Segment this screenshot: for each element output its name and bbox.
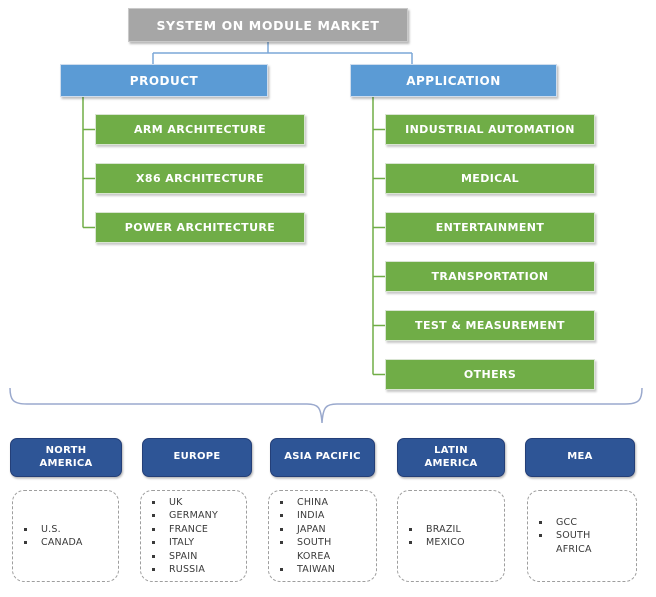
region-header-label: MEA [567, 451, 593, 463]
product-connector-line [82, 97, 95, 229]
root-node-label: SYSTEM ON MODULE MARKET [156, 17, 380, 33]
leaf-node-label: INDUSTRIAL AUTOMATION [405, 123, 575, 136]
country-box-asia-pacific: CHINA INDIA JAPAN SOUTH KOREA TAIWAN [268, 490, 377, 582]
country-item: U.S. [13, 523, 118, 537]
region-header-mea: MEA [525, 438, 635, 477]
leaf-node-label: ARM ARCHITECTURE [133, 123, 267, 136]
branch-node-label: PRODUCT [129, 73, 199, 88]
leaf-node-entertainment: ENTERTAINMENT [385, 212, 595, 243]
branch-node-label: APPLICATION [406, 73, 501, 88]
region-header-latin-america: LATIN AMERICA [397, 438, 505, 477]
region-header-label: LATIN AMERICA [424, 445, 478, 469]
country-box-europe: UK GERMANY FRANCE ITALY SPAIN RUSSIA [140, 490, 247, 582]
country-item: INDIA [269, 509, 376, 523]
leaf-node-arm-architecture: ARM ARCHITECTURE [95, 114, 305, 145]
country-item: SOUTH AFRICA [528, 529, 636, 556]
branch-node-product: PRODUCT [60, 64, 268, 97]
country-list: UK GERMANY FRANCE ITALY SPAIN RUSSIA [141, 491, 246, 581]
country-item: MEXICO [398, 536, 504, 550]
leaf-node-others: OTHERS [385, 359, 595, 390]
region-header-europe: EUROPE [142, 438, 252, 477]
leaf-node-label: TRANSPORTATION [431, 270, 549, 283]
country-item: RUSSIA [141, 563, 246, 577]
root-node-system-on-module-market: SYSTEM ON MODULE MARKET [128, 8, 408, 42]
country-item: TAIWAN [269, 563, 376, 577]
region-header-label: ASIA PACIFIC [284, 451, 361, 463]
country-item: GERMANY [141, 509, 246, 523]
country-item: SPAIN [141, 550, 246, 564]
country-item: GCC [528, 516, 636, 530]
leaf-node-power-architecture: POWER ARCHITECTURE [95, 212, 305, 243]
leaf-node-label: POWER ARCHITECTURE [124, 221, 276, 234]
root-connector-line [152, 42, 413, 64]
leaf-node-label: OTHERS [463, 368, 517, 381]
leaf-node-label: TEST & MEASUREMENT [415, 319, 565, 332]
country-box-mea: GCC SOUTH AFRICA [527, 490, 637, 582]
country-item: CHINA [269, 496, 376, 510]
application-connector-line [372, 97, 385, 376]
region-header-label: NORTH AMERICA [39, 445, 93, 469]
country-list: BRAZIL MEXICO [398, 491, 504, 581]
region-header-label: EUROPE [173, 451, 221, 463]
country-item: JAPAN [269, 523, 376, 537]
country-item: UK [141, 496, 246, 510]
country-item: FRANCE [141, 523, 246, 537]
leaf-node-x86-architecture: X86 ARCHITECTURE [95, 163, 305, 194]
leaf-node-label: X86 ARCHITECTURE [136, 172, 264, 185]
country-item: CANADA [13, 536, 118, 550]
country-list: CHINA INDIA JAPAN SOUTH KOREA TAIWAN [269, 491, 376, 581]
brace-icon [9, 387, 643, 424]
country-item: ITALY [141, 536, 246, 550]
leaf-node-transportation: TRANSPORTATION [385, 261, 595, 292]
branch-node-application: APPLICATION [350, 64, 557, 97]
country-box-latin-america: BRAZIL MEXICO [397, 490, 505, 582]
country-list: U.S. CANADA [13, 491, 118, 581]
country-item: BRAZIL [398, 523, 504, 537]
country-list: GCC SOUTH AFRICA [528, 491, 636, 581]
region-header-north-america: NORTH AMERICA [10, 438, 122, 477]
leaf-node-label: ENTERTAINMENT [435, 221, 545, 234]
leaf-node-test-measurement: TEST & MEASUREMENT [385, 310, 595, 341]
leaf-node-industrial-automation: INDUSTRIAL AUTOMATION [385, 114, 595, 145]
leaf-node-medical: MEDICAL [385, 163, 595, 194]
leaf-node-label: MEDICAL [460, 172, 520, 185]
country-item: SOUTH KOREA [269, 536, 376, 563]
country-box-north-america: U.S. CANADA [12, 490, 119, 582]
region-header-asia-pacific: ASIA PACIFIC [270, 438, 375, 477]
